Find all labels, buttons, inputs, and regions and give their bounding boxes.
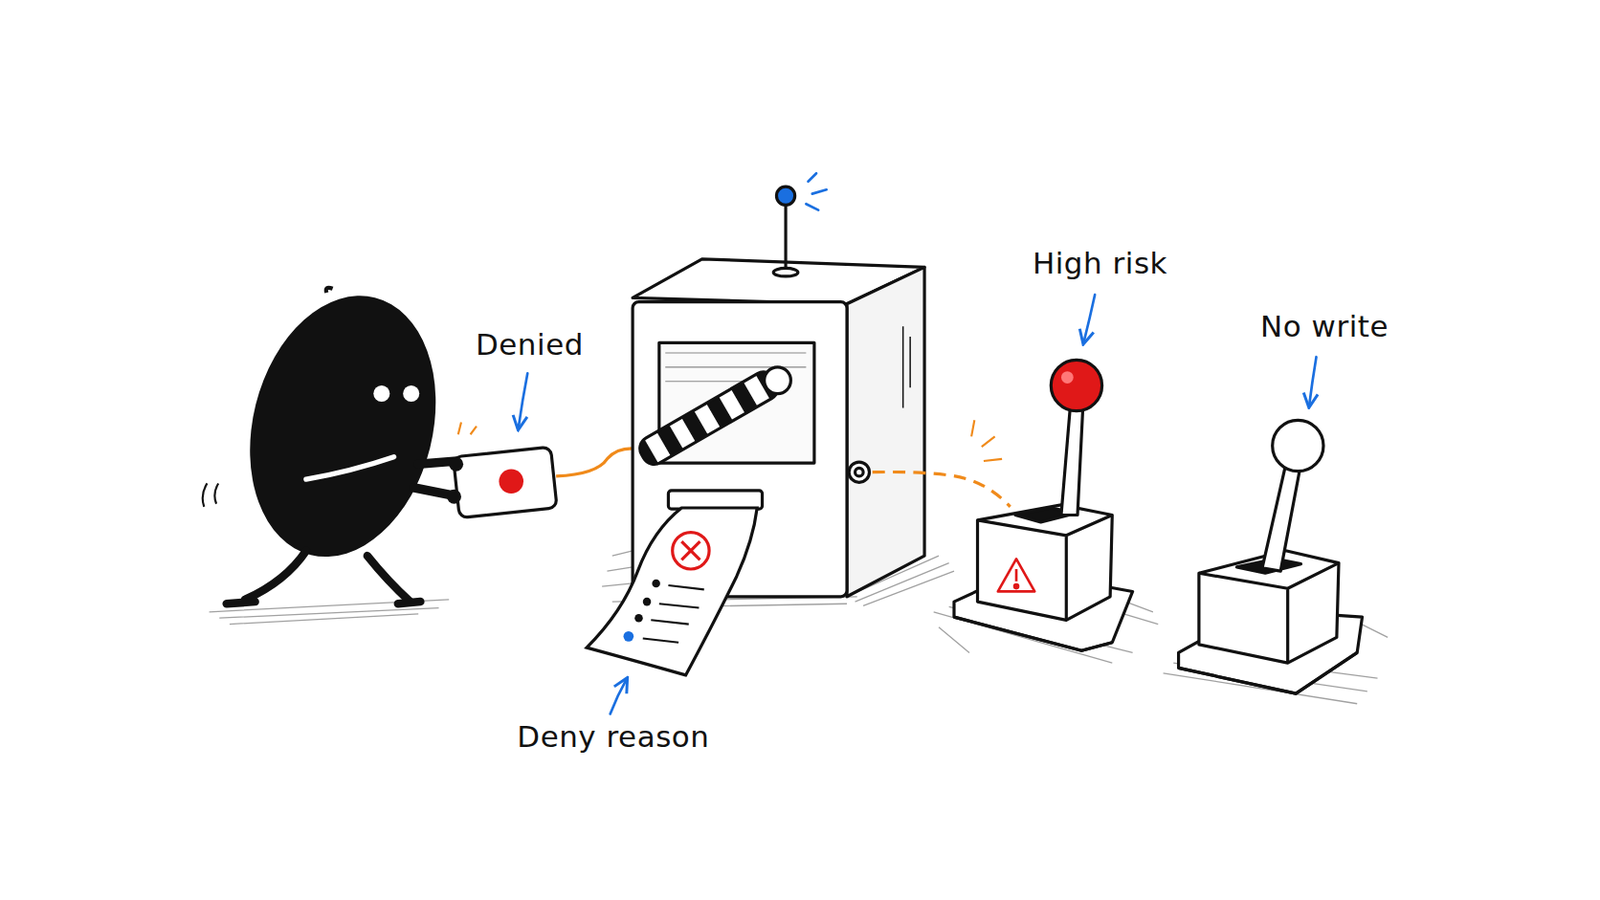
gate-machine-part [783,203,787,270]
gate-machine-part [773,267,799,277]
gate-machine-part [848,462,869,483]
character-part [226,601,422,604]
high-risk-lever [954,359,1134,651]
gate-machine-part [846,266,925,597]
no-write-lever-part [1199,563,1339,664]
character-part [306,457,395,480]
denied-card-part [458,422,477,435]
high-risk-lever-part [977,514,1113,621]
callout-label: No write [1260,309,1389,344]
deny-receipt [586,508,757,676]
gate-machine-part [764,367,792,395]
deny-receipt-part [681,541,700,560]
gate-machine-part-part [635,367,782,469]
deny-receipt-part [623,631,635,643]
gate-machine-part [776,186,795,205]
gate-machine-part [667,490,762,510]
leader-arrows-part [1083,294,1095,343]
orange-wire [555,448,638,477]
gate-machine-part [635,367,782,469]
deny-receipt-part [651,579,661,589]
denied-card-part [446,489,462,505]
gate-machine-part [855,467,865,477]
dashed-wire [872,471,1011,507]
no-write-lever-part [1272,420,1324,471]
high-risk-lever-part [954,617,1112,651]
deny-receipt-part [643,598,652,607]
leader-arrows-part [1309,356,1316,406]
leader-arrows-part [518,373,529,429]
high-risk-lever-part [1015,569,1019,582]
signal-marks [805,173,826,210]
denied-card-part [448,457,464,472]
deny-receipt-part [659,603,700,608]
character-part [373,385,390,402]
gate-machine-part [903,326,911,408]
denied-card [446,422,557,518]
leader-arrows-part [610,679,627,714]
leader-arrows [518,294,1317,714]
deny-receipt-part [667,585,704,590]
character [202,276,463,605]
high-risk-lever-part [1061,371,1074,384]
character-part [244,551,411,602]
deny-receipt-part [650,620,689,624]
high-risk-lever-part [977,505,1113,621]
callout-label: Denied [475,327,584,362]
no-write-lever-part [1262,456,1303,572]
deny-receipt-part [643,639,679,644]
character-part [402,385,420,402]
high-risk-lever-part [998,558,1035,592]
character-part [202,483,219,508]
deny-receipt-part [672,533,710,570]
denied-card-part [498,468,524,494]
floor-shadow-part [209,600,450,625]
deny-receipt-part [634,614,644,623]
high-risk-lever-part [1050,359,1102,411]
character-part [326,288,334,293]
callout-label: Deny reason [516,719,710,755]
callout-label: High risk [1032,245,1168,281]
deny-receipt-part [586,508,757,676]
denied-card-part [453,446,557,518]
character-part [223,276,463,578]
spark-marks [971,420,1002,462]
no-write-lever [1178,420,1363,694]
high-risk-lever-part [1014,584,1018,588]
